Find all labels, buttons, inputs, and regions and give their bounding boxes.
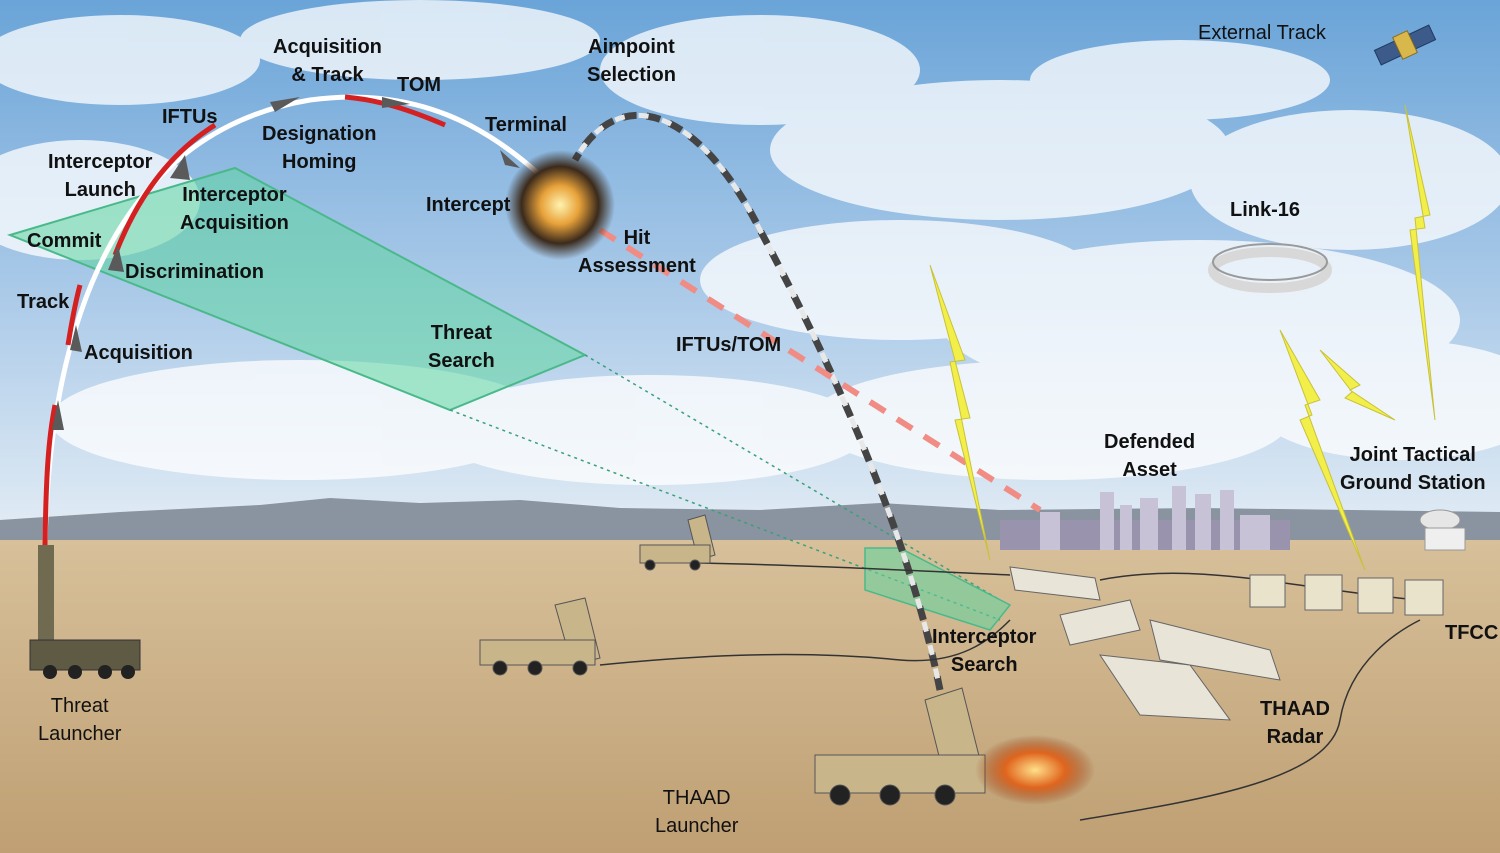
label-track: Track [17,291,70,313]
threat-trajectory-red-segments [42,94,446,546]
thaad-radar-units [1009,566,1281,721]
label-commit: Commit [27,230,102,252]
threat-launcher-vehicle [29,545,141,679]
threat-trajectory [42,94,542,546]
intercept-explosion [505,150,615,260]
label-discrimination: Discrimination [125,261,264,283]
label-terminal: Terminal [485,114,567,136]
tfcc-trucks [1249,574,1444,616]
label-iftus-tom: IFTUs/TOM [676,334,782,356]
thaad-launcher-truck-far [639,514,716,571]
label-link16: Link-16 [1230,199,1301,221]
hit-assessment-line [598,227,1042,513]
label-external-track: External Track [1198,22,1326,44]
link16-ring-icon [1208,243,1332,293]
defended-asset-city [1000,486,1290,550]
label-tfcc: TFCC [1445,622,1499,644]
thaad-launcher-truck-mid [479,597,601,676]
datalink-lightning [929,104,1436,571]
label-acquisition: Acquisition [84,342,193,364]
label-intercept: Intercept [426,194,511,216]
label-iftus: IFTUs [162,106,218,128]
launch-fire [975,735,1095,805]
label-acquisition-track: Acquisition& Track [273,36,382,86]
label-tom: TOM [397,74,442,96]
radar-dish-icon [1419,509,1466,551]
interceptor-trajectory-light [572,112,943,691]
interceptor-search-fan [864,547,1012,631]
trajectory-arrows [52,97,520,430]
satellite-icon [1373,24,1437,66]
